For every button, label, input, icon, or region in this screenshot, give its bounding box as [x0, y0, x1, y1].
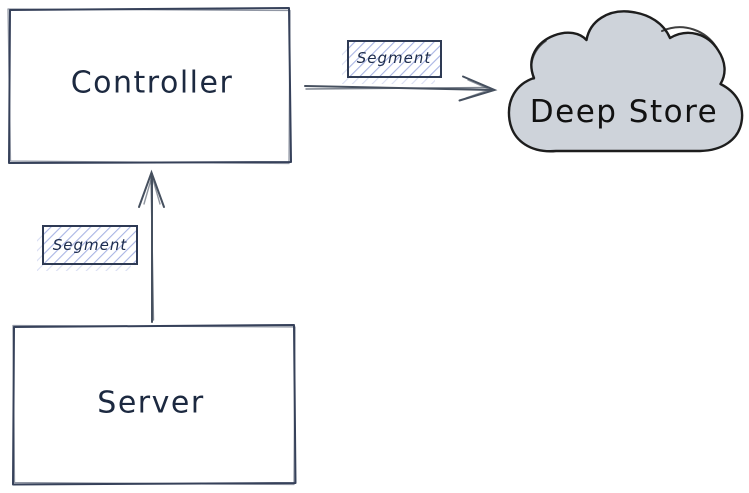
segment-badge-top	[342, 40, 442, 84]
segment-edge-label-left: Segment	[52, 236, 128, 254]
segment-badge-box	[42, 225, 138, 265]
arrow-controller-to-deepstore	[304, 75, 498, 102]
segment-badge-box	[347, 40, 442, 78]
deep-store-cloud	[507, 10, 744, 153]
controller-node-label: Controller	[70, 65, 234, 101]
deep-store-node-label: Deep Store	[529, 94, 719, 130]
arrowhead-up-second-pass	[143, 173, 161, 205]
server-node-label: Server	[97, 385, 205, 421]
cloud-outline-second-pass	[661, 26, 718, 49]
server-node-box	[12, 324, 297, 486]
segment-badge-left	[37, 225, 138, 271]
arrow-shaft-second-pass	[305, 86, 490, 90]
controller-node-box	[7, 7, 292, 165]
server-box-outline-second-pass	[12, 324, 296, 486]
arrow-shaft-second-pass	[150, 176, 155, 321]
arrowhead-up-icon	[138, 169, 165, 208]
cloud-outline	[507, 10, 744, 153]
segment-edge-label-top: Segment	[356, 49, 432, 67]
arrow-server-to-controller	[138, 169, 165, 323]
arrowhead-right-icon	[458, 75, 498, 102]
cloud-outline-third-pass	[530, 40, 547, 80]
controller-box-outline-second-pass	[7, 8, 291, 165]
arrowhead-right-second-pass	[465, 79, 492, 99]
server-box-outline	[12, 324, 297, 486]
